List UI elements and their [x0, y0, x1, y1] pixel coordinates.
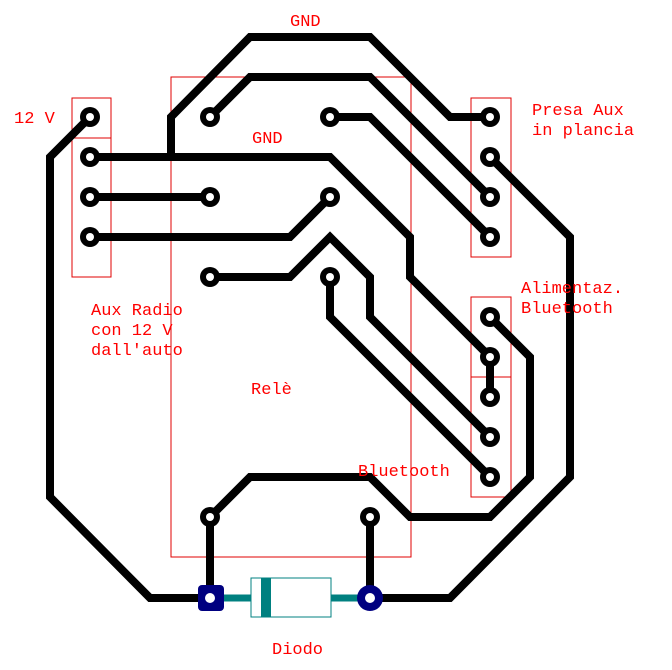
label-gnd-inner: GND [252, 130, 283, 149]
pad-hole [206, 273, 214, 281]
pad-hole [86, 233, 94, 241]
label-bluetooth: Bluetooth [358, 463, 450, 482]
track-gnd-inner [90, 153, 493, 360]
diode-pad-hole [205, 593, 215, 603]
label-alimentaz-2: Bluetooth [521, 300, 613, 319]
pad-hole [486, 233, 494, 241]
pad-hole [366, 513, 374, 521]
pad-hole [486, 193, 494, 201]
track-aux-3 [90, 194, 333, 241]
label-presa-aux-1: Presa Aux [532, 102, 624, 121]
track-right-outer [370, 154, 574, 602]
label-aux-radio-3: dall'auto [91, 342, 183, 361]
label-aux-radio-2: con 12 V [91, 322, 173, 341]
label-presa-aux-2: in plancia [532, 122, 634, 141]
pad-hole [206, 513, 214, 521]
connector-aux-radio-outline [71, 137, 112, 278]
pad-hole [486, 433, 494, 441]
pad-hole [206, 113, 214, 121]
pad-hole [486, 393, 494, 401]
label-alimentaz-1: Alimentaz. [521, 280, 623, 299]
diode-cathode-band [261, 578, 271, 617]
pad-hole [486, 113, 494, 121]
label-rele: Relè [251, 381, 292, 400]
label-12v: 12 V [14, 110, 56, 129]
track-relay-bt-2 [326, 277, 493, 480]
track-relay-presa-1 [207, 73, 493, 200]
label-gnd-top: GND [290, 13, 321, 32]
track-gnd-outer [167, 33, 490, 157]
pad-hole [326, 193, 334, 201]
track-12v-outer [46, 114, 210, 602]
pad-hole [206, 193, 214, 201]
pad-hole [86, 193, 94, 201]
pad-hole [486, 313, 494, 321]
track-bluetooth-power [206, 314, 534, 598]
track-relay-bt-1 [210, 231, 493, 440]
pad-hole [86, 153, 94, 161]
pad-hole [486, 153, 494, 161]
label-aux-radio-1: Aux Radio [91, 302, 183, 321]
pads [80, 107, 500, 527]
pad-hole [326, 113, 334, 121]
label-diodo: Diodo [272, 641, 323, 660]
diode-pad-hole [365, 593, 375, 603]
pad-hole [486, 473, 494, 481]
pad-hole [326, 273, 334, 281]
pad-hole [86, 113, 94, 121]
pad-hole [486, 353, 494, 361]
track-relay-presa-2 [330, 113, 493, 240]
diode [198, 577, 383, 618]
